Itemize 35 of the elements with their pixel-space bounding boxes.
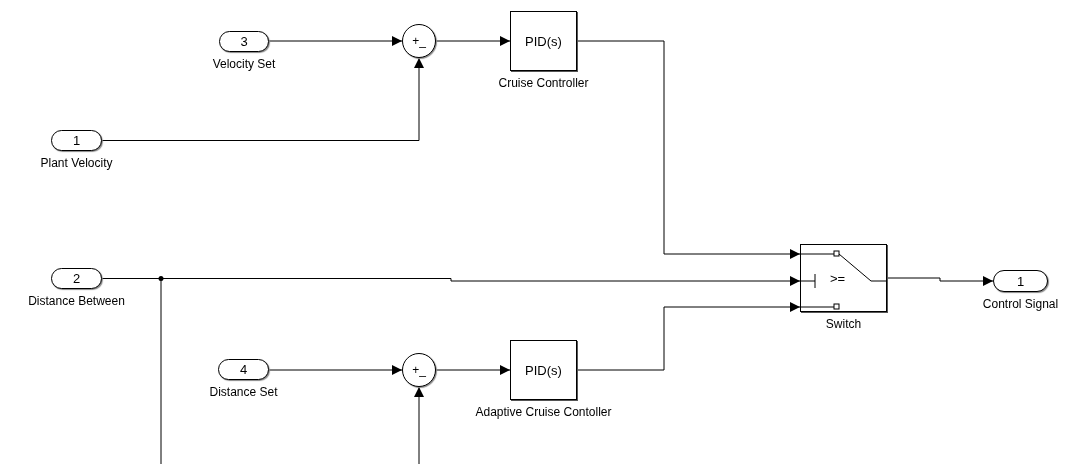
pid-block [510,11,577,71]
port-pill [993,270,1048,292]
block-label: Adaptive Cruise Contoller [475,405,612,419]
block-label: Plant Velocity [40,156,113,170]
signal-line [435,36,511,46]
sign-text: +_ [412,364,426,376]
port-number: 1 [1016,274,1025,288]
signal-line [435,365,511,375]
port-number: 2 [72,272,81,285]
port-pill [219,31,269,52]
block-label: Control Signal [982,297,1059,311]
sum-circle [402,24,436,58]
signal-line [576,40,801,259]
sum-circle [402,353,436,387]
pid-block [510,340,577,400]
block-label: Switch [825,317,862,331]
signal-line [268,365,403,375]
signal-line [268,36,403,46]
criterion-text: >= [829,271,846,285]
sign-text: +_ [412,35,426,47]
port-number: 4 [239,363,248,376]
port-pill [218,359,269,380]
signal-line [576,302,801,371]
port-pill [51,130,102,151]
block-text: PID(s) [525,34,562,48]
port-number: 1 [72,134,81,147]
port-pill [51,268,102,289]
signal-line [886,276,994,286]
block-label: Distance Set [209,385,278,399]
port-number: 3 [240,35,248,48]
block-label: Distance Between [28,294,125,308]
signal-line [101,57,424,141]
block-text: PID(s) [525,363,562,377]
block-label: Velocity Set [212,57,276,71]
block-label: Cruise Controller [498,76,589,90]
